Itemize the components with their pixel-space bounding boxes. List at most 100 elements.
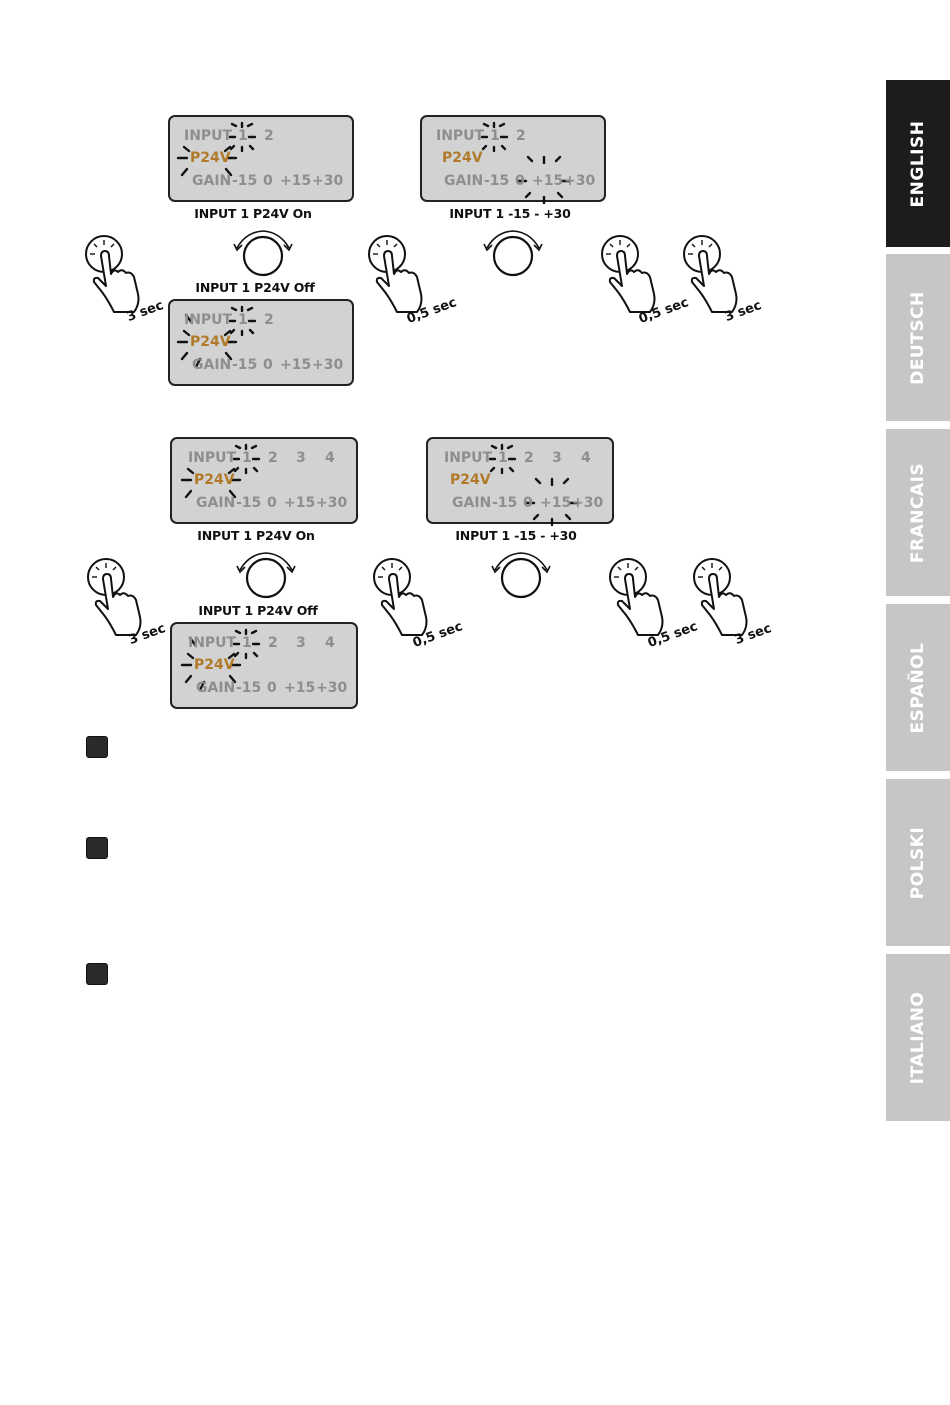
lcd-gain-plus30: +30 bbox=[316, 495, 348, 511]
caption-gain-range: INPUT 1 -15 - +30 bbox=[455, 528, 577, 543]
lcd-channel-1: 1 bbox=[242, 450, 252, 466]
lcd-channel-2: 2 bbox=[268, 635, 278, 651]
lcd-gain-plus15: +15 bbox=[532, 173, 564, 189]
lcd-channel-2: 2 bbox=[268, 450, 278, 466]
blink-rays-icon bbox=[180, 443, 261, 499]
lcd-p24v-label: P24V bbox=[190, 150, 231, 166]
lcd-p24v-label: P24V bbox=[442, 150, 483, 166]
tab-deutsch[interactable]: DEUTSCH bbox=[886, 254, 950, 421]
lcd-gain-0: 0 bbox=[523, 495, 533, 511]
blink-rays-icon bbox=[488, 443, 580, 527]
lcd-gain-0: 0 bbox=[267, 680, 277, 696]
lcd-channel-3: 3 bbox=[552, 450, 562, 466]
lcd-channel-3: 3 bbox=[296, 450, 306, 466]
pressing-hand-icon bbox=[85, 235, 140, 313]
rotary-knob-icon bbox=[236, 552, 296, 599]
lcd-input-label: INPUT bbox=[188, 450, 237, 466]
lcd-channel-4: 4 bbox=[325, 635, 335, 651]
tab-espanol[interactable]: ESPAÑOL bbox=[886, 604, 950, 771]
pressing-hand-icon bbox=[609, 558, 664, 636]
lcd-channel-2: 2 bbox=[264, 312, 274, 328]
lcd-channel-1: 1 bbox=[238, 128, 248, 144]
lcd-gain-plus15: +15 bbox=[540, 495, 572, 511]
tab-espanol-label: ESPAÑOL bbox=[908, 642, 928, 733]
lcd-p24v-label: P24V bbox=[194, 657, 235, 673]
caption-p24v-on: INPUT 1 P24V On bbox=[197, 528, 315, 543]
caption-p24v-off: INPUT 1 P24V Off bbox=[198, 603, 318, 618]
rotary-knob-icon bbox=[233, 230, 293, 277]
lcd-gain-plus30: +30 bbox=[312, 357, 344, 373]
lcd-2ch-p24v-off: INPUT 1 2 P24V GAIN -15 0 +15 +30 bbox=[168, 299, 354, 386]
tab-polski[interactable]: POLSKI bbox=[886, 779, 950, 946]
lcd-input-label: INPUT bbox=[184, 128, 233, 144]
lcd-channel-2: 2 bbox=[264, 128, 274, 144]
lcd-p24v-label: P24V bbox=[194, 472, 235, 488]
lcd-input-label: INPUT bbox=[184, 312, 233, 328]
lcd-channel-2: 2 bbox=[516, 128, 526, 144]
lcd-channel-1: 1 bbox=[498, 450, 508, 466]
lcd-4ch-p24v-off: INPUT 1 2 3 4 P24V GAIN -15 0 +15 +30 bbox=[170, 622, 358, 709]
lcd-channel-1: 1 bbox=[238, 312, 248, 328]
lcd-gain-plus15: +15 bbox=[280, 173, 312, 189]
blink-rays-icon bbox=[176, 305, 257, 369]
lcd-gain-minus15: -15 bbox=[492, 495, 518, 511]
pressing-hand-icon bbox=[693, 558, 748, 636]
lcd-gain-plus15: +15 bbox=[280, 357, 312, 373]
lcd-p24v-label: P24V bbox=[190, 334, 231, 350]
lcd-gain-label: GAIN bbox=[192, 173, 232, 189]
lcd-channel-1: 1 bbox=[242, 635, 252, 651]
blink-rays-icon bbox=[176, 121, 257, 177]
step-bullet-3 bbox=[86, 963, 108, 985]
tab-english-label: ENGLISH bbox=[908, 120, 928, 207]
lcd-gain-0: 0 bbox=[263, 357, 273, 373]
lcd-channel-1: 1 bbox=[490, 128, 500, 144]
lcd-gain-0: 0 bbox=[263, 173, 273, 189]
blink-rays-icon bbox=[180, 628, 261, 692]
lcd-gain-plus30: +30 bbox=[572, 495, 604, 511]
lcd-p24v-label: P24V bbox=[450, 472, 491, 488]
lcd-input-label: INPUT bbox=[444, 450, 493, 466]
lcd-2ch-gain: INPUT 1 2 P24V GAIN -15 0 +15 +30 bbox=[420, 115, 606, 205]
lcd-4ch-p24v-on: INPUT 1 2 3 4 P24V GAIN -15 0 +15 +30 bbox=[170, 437, 358, 524]
lcd-gain-label: GAIN bbox=[196, 495, 236, 511]
lcd-input-label: INPUT bbox=[188, 635, 237, 651]
lcd-gain-plus15: +15 bbox=[284, 495, 316, 511]
lcd-gain-minus15: -15 bbox=[236, 680, 262, 696]
caption-p24v-on: INPUT 1 P24V On bbox=[194, 206, 312, 221]
caption-gain-range: INPUT 1 -15 - +30 bbox=[449, 206, 571, 221]
caption-p24v-off: INPUT 1 P24V Off bbox=[195, 280, 315, 295]
lcd-gain-plus30: +30 bbox=[312, 173, 344, 189]
tab-francais-label: FRANCAIS bbox=[908, 462, 928, 563]
lcd-channel-3: 3 bbox=[296, 635, 306, 651]
tab-english[interactable]: ENGLISH bbox=[886, 80, 950, 247]
lcd-channel-2: 2 bbox=[524, 450, 534, 466]
tab-polski-label: POLSKI bbox=[908, 826, 928, 899]
blink-rays-icon bbox=[480, 121, 572, 205]
lcd-gain-label: GAIN bbox=[192, 357, 232, 373]
lcd-2ch-p24v-on: INPUT 1 2 P24V GAIN -15 0 +15 +30 bbox=[168, 115, 354, 202]
pressing-hand-icon bbox=[373, 558, 428, 636]
pressing-hand-icon bbox=[601, 235, 656, 313]
lcd-gain-minus15: -15 bbox=[232, 357, 258, 373]
tab-deutsch-label: DEUTSCH bbox=[908, 290, 928, 385]
lcd-gain-label: GAIN bbox=[444, 173, 484, 189]
lcd-gain-minus15: -15 bbox=[232, 173, 258, 189]
lcd-gain-plus30: +30 bbox=[564, 173, 596, 189]
lcd-channel-4: 4 bbox=[581, 450, 591, 466]
lcd-gain-minus15: -15 bbox=[484, 173, 510, 189]
step-bullet-2 bbox=[86, 837, 108, 859]
lcd-gain-minus15: -15 bbox=[236, 495, 262, 511]
lcd-channel-4: 4 bbox=[325, 450, 335, 466]
lcd-input-label: INPUT bbox=[436, 128, 485, 144]
lcd-gain-0: 0 bbox=[515, 173, 525, 189]
pressing-hand-icon bbox=[368, 235, 423, 313]
pressing-hand-icon bbox=[683, 235, 738, 313]
pressing-hand-icon bbox=[87, 558, 142, 636]
lcd-gain-0: 0 bbox=[267, 495, 277, 511]
tab-francais[interactable]: FRANCAIS bbox=[886, 429, 950, 596]
lcd-gain-plus30: +30 bbox=[316, 680, 348, 696]
tab-italiano-label: ITALIANO bbox=[908, 991, 928, 1084]
tab-italiano[interactable]: ITALIANO bbox=[886, 954, 950, 1121]
lcd-gain-label: GAIN bbox=[196, 680, 236, 696]
lcd-4ch-gain: INPUT 1 2 3 4 P24V GAIN -15 0 +15 +30 bbox=[426, 437, 614, 527]
